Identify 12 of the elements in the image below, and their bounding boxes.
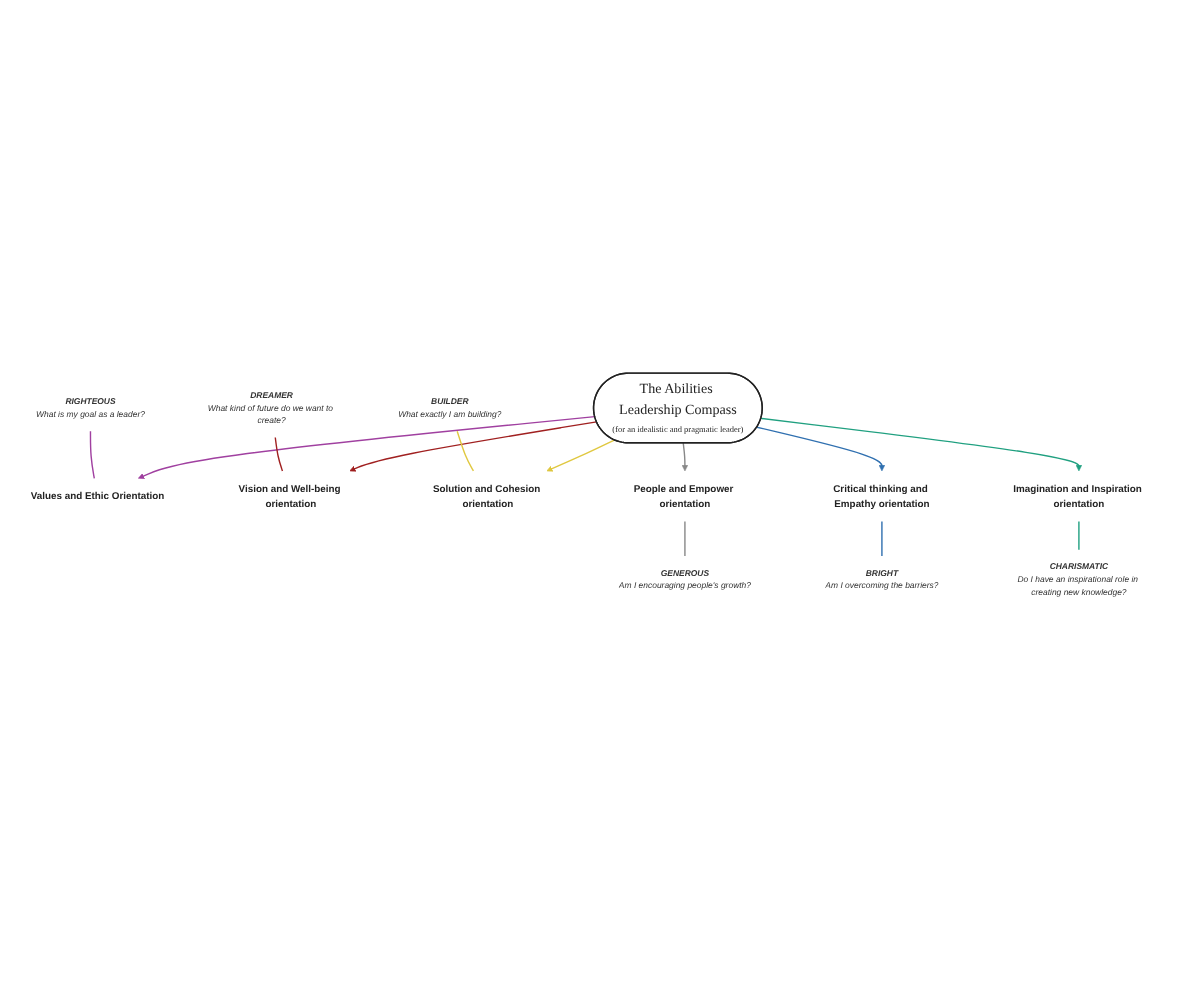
connector (881, 520, 883, 557)
connector (274, 436, 284, 472)
connector (1078, 520, 1080, 551)
arrow (760, 417, 1082, 472)
connector (89, 430, 95, 480)
connector (456, 430, 475, 472)
connector (684, 520, 686, 557)
arrow (756, 426, 885, 472)
arrow (349, 421, 598, 472)
arrow (138, 415, 596, 479)
arrow (546, 439, 616, 472)
arrow (681, 442, 688, 472)
